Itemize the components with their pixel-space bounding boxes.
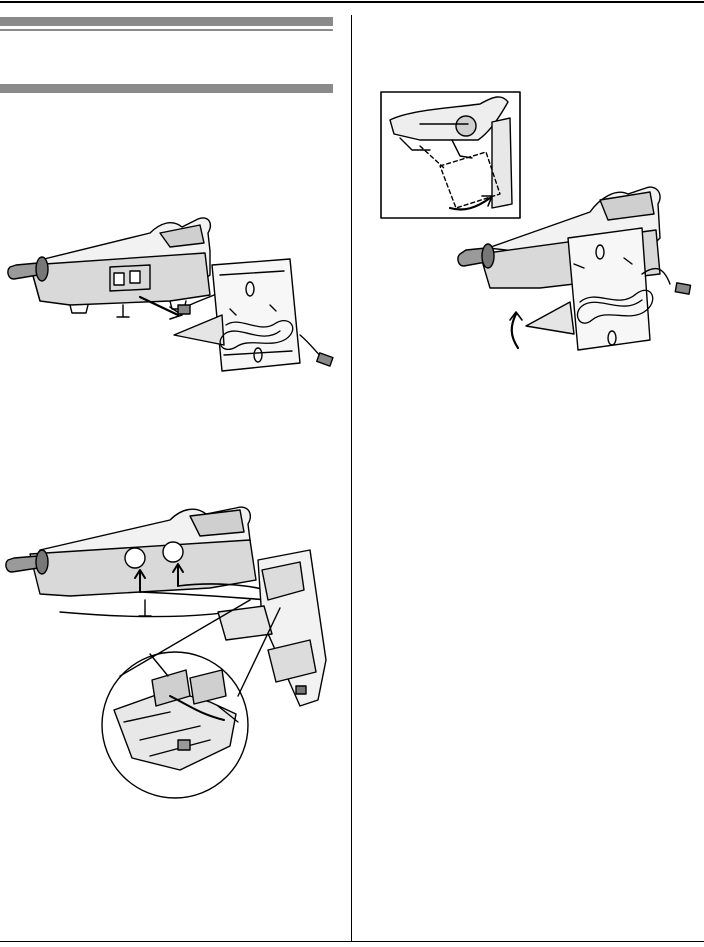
section-heading-bar-bottom — [0, 84, 333, 93]
hook-marker-a — [125, 548, 145, 568]
column-divider — [351, 15, 352, 942]
port-icon — [130, 271, 140, 283]
modular-plug-icon — [178, 305, 190, 314]
port-icon — [114, 273, 124, 285]
figure-base-unit-hooks — [0, 500, 350, 800]
bottom-rule — [0, 941, 704, 942]
wall-bracket-shape — [568, 228, 650, 350]
figure-rotate-and-mount — [360, 88, 700, 358]
section-heading-underline — [0, 29, 333, 31]
top-rule — [0, 1, 704, 3]
knob-icon — [456, 116, 476, 136]
wall-bracket-shape — [212, 259, 300, 371]
figure-base-unit-wall-bracket — [0, 205, 350, 395]
ground-symbol-icon — [117, 305, 129, 317]
modular-plug-icon — [317, 353, 333, 366]
rotate-arrow-icon — [512, 314, 518, 348]
modular-plug-icon — [675, 283, 690, 294]
section-heading-bar-top — [0, 17, 333, 26]
hook-marker-b — [163, 542, 183, 562]
telephone-cord — [140, 592, 270, 600]
ground-symbol-icon — [139, 600, 151, 616]
